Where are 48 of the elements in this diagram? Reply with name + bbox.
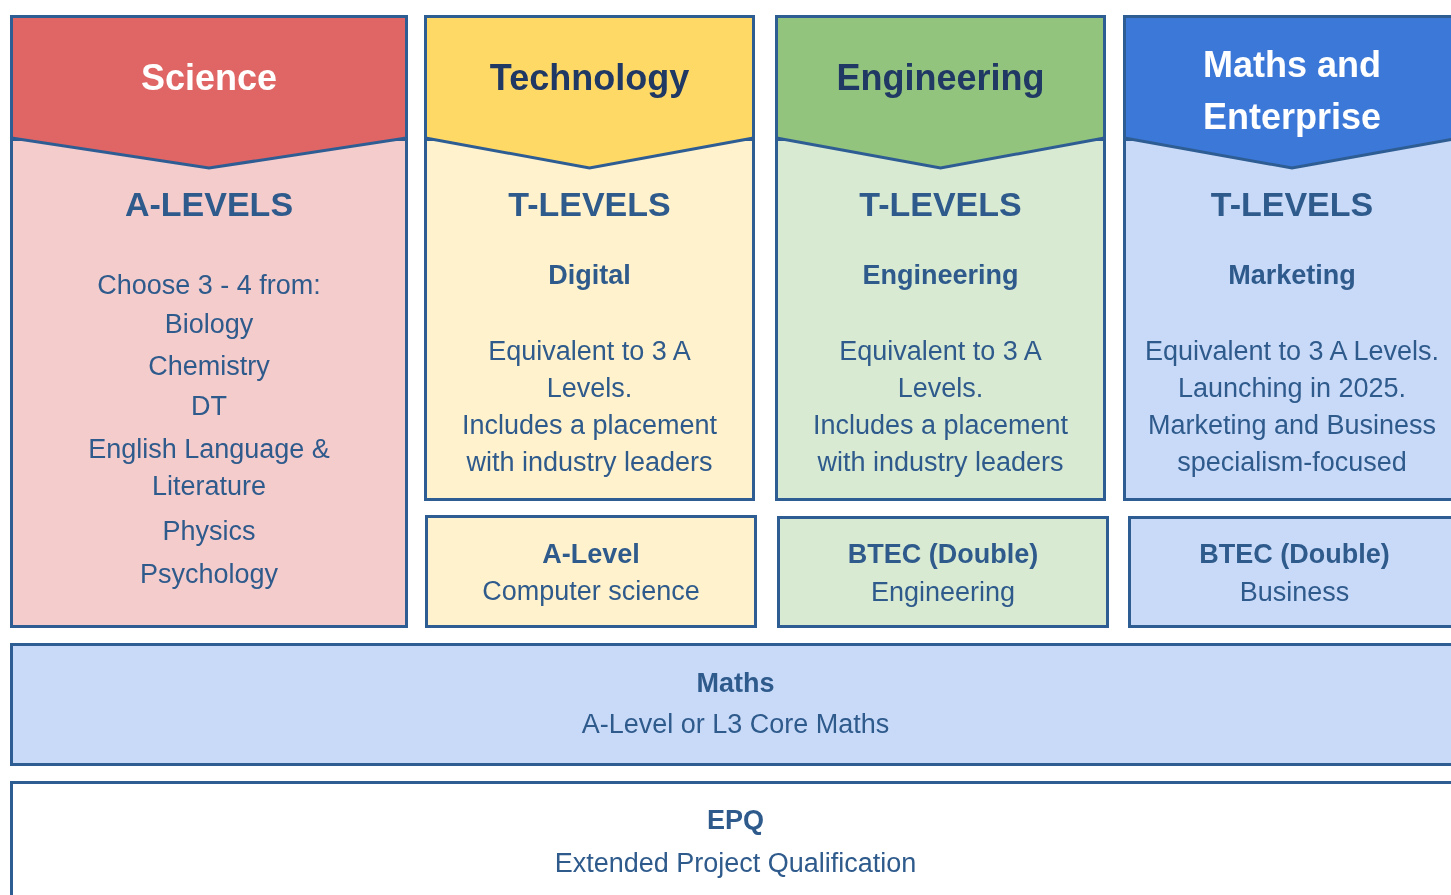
qualification-title: EPQ xyxy=(706,804,765,837)
category-header xyxy=(1123,15,1451,170)
subject-title: Marketing xyxy=(1227,259,1357,292)
subject-title: Digital xyxy=(547,259,632,292)
qualification-box xyxy=(775,138,1106,501)
qualification-box xyxy=(777,516,1109,628)
qualification-box xyxy=(10,643,1451,766)
category-title: Science xyxy=(139,56,279,100)
description-text: A-Level or L3 Core Maths xyxy=(580,708,891,741)
description-text: Includes a placement with industry leaders xyxy=(460,409,719,479)
qualification-title: A-Level xyxy=(541,538,641,571)
qualification-title: Maths xyxy=(695,667,776,700)
qualification-heading: T-LEVELS xyxy=(1209,186,1375,223)
description-text: English Language & Literature xyxy=(87,433,331,503)
qualification-box xyxy=(10,781,1451,895)
qualification-box xyxy=(10,138,408,628)
description-text: DT xyxy=(190,390,228,423)
description-text: Choose 3 - 4 from: xyxy=(96,269,322,302)
description-text: Extended Project Qualification xyxy=(553,847,918,880)
description-text: Computer science xyxy=(481,575,701,608)
qualification-box xyxy=(425,515,757,628)
category-title: Maths and Enterprise xyxy=(1201,43,1383,139)
subject-title: Engineering xyxy=(861,259,1020,292)
description-text: Physics xyxy=(161,515,257,548)
description-text: Marketing and Business specialism-focused xyxy=(1146,409,1438,479)
qualification-heading: T-LEVELS xyxy=(858,186,1023,223)
qualification-box xyxy=(1128,516,1451,628)
category-title: Engineering xyxy=(835,56,1046,100)
description-text: Includes a placement with industry leaders xyxy=(811,409,1070,479)
qualification-heading: A-LEVELS xyxy=(123,186,295,223)
qualification-box xyxy=(1123,138,1451,501)
description-text: Biology xyxy=(163,308,255,341)
category-title: Technology xyxy=(488,56,691,100)
description-text: Psychology xyxy=(138,558,280,591)
description-text: Equivalent to 3 A Levels. xyxy=(1143,335,1441,368)
qualification-title: BTEC (Double) xyxy=(1198,538,1391,571)
qualification-title: BTEC (Double) xyxy=(846,538,1040,571)
description-text: Business xyxy=(1238,576,1351,609)
category-header xyxy=(10,15,408,170)
category-header xyxy=(775,15,1106,170)
description-text: Equivalent to 3 A Levels. xyxy=(838,335,1043,405)
description-text: Launching in 2025. xyxy=(1176,372,1408,405)
description-text: Engineering xyxy=(869,576,1017,609)
category-header xyxy=(424,15,755,170)
qualification-box xyxy=(424,138,755,501)
qualification-heading: T-LEVELS xyxy=(507,186,672,223)
description-text: Chemistry xyxy=(147,350,271,383)
description-text: Equivalent to 3 A Levels. xyxy=(487,335,692,405)
